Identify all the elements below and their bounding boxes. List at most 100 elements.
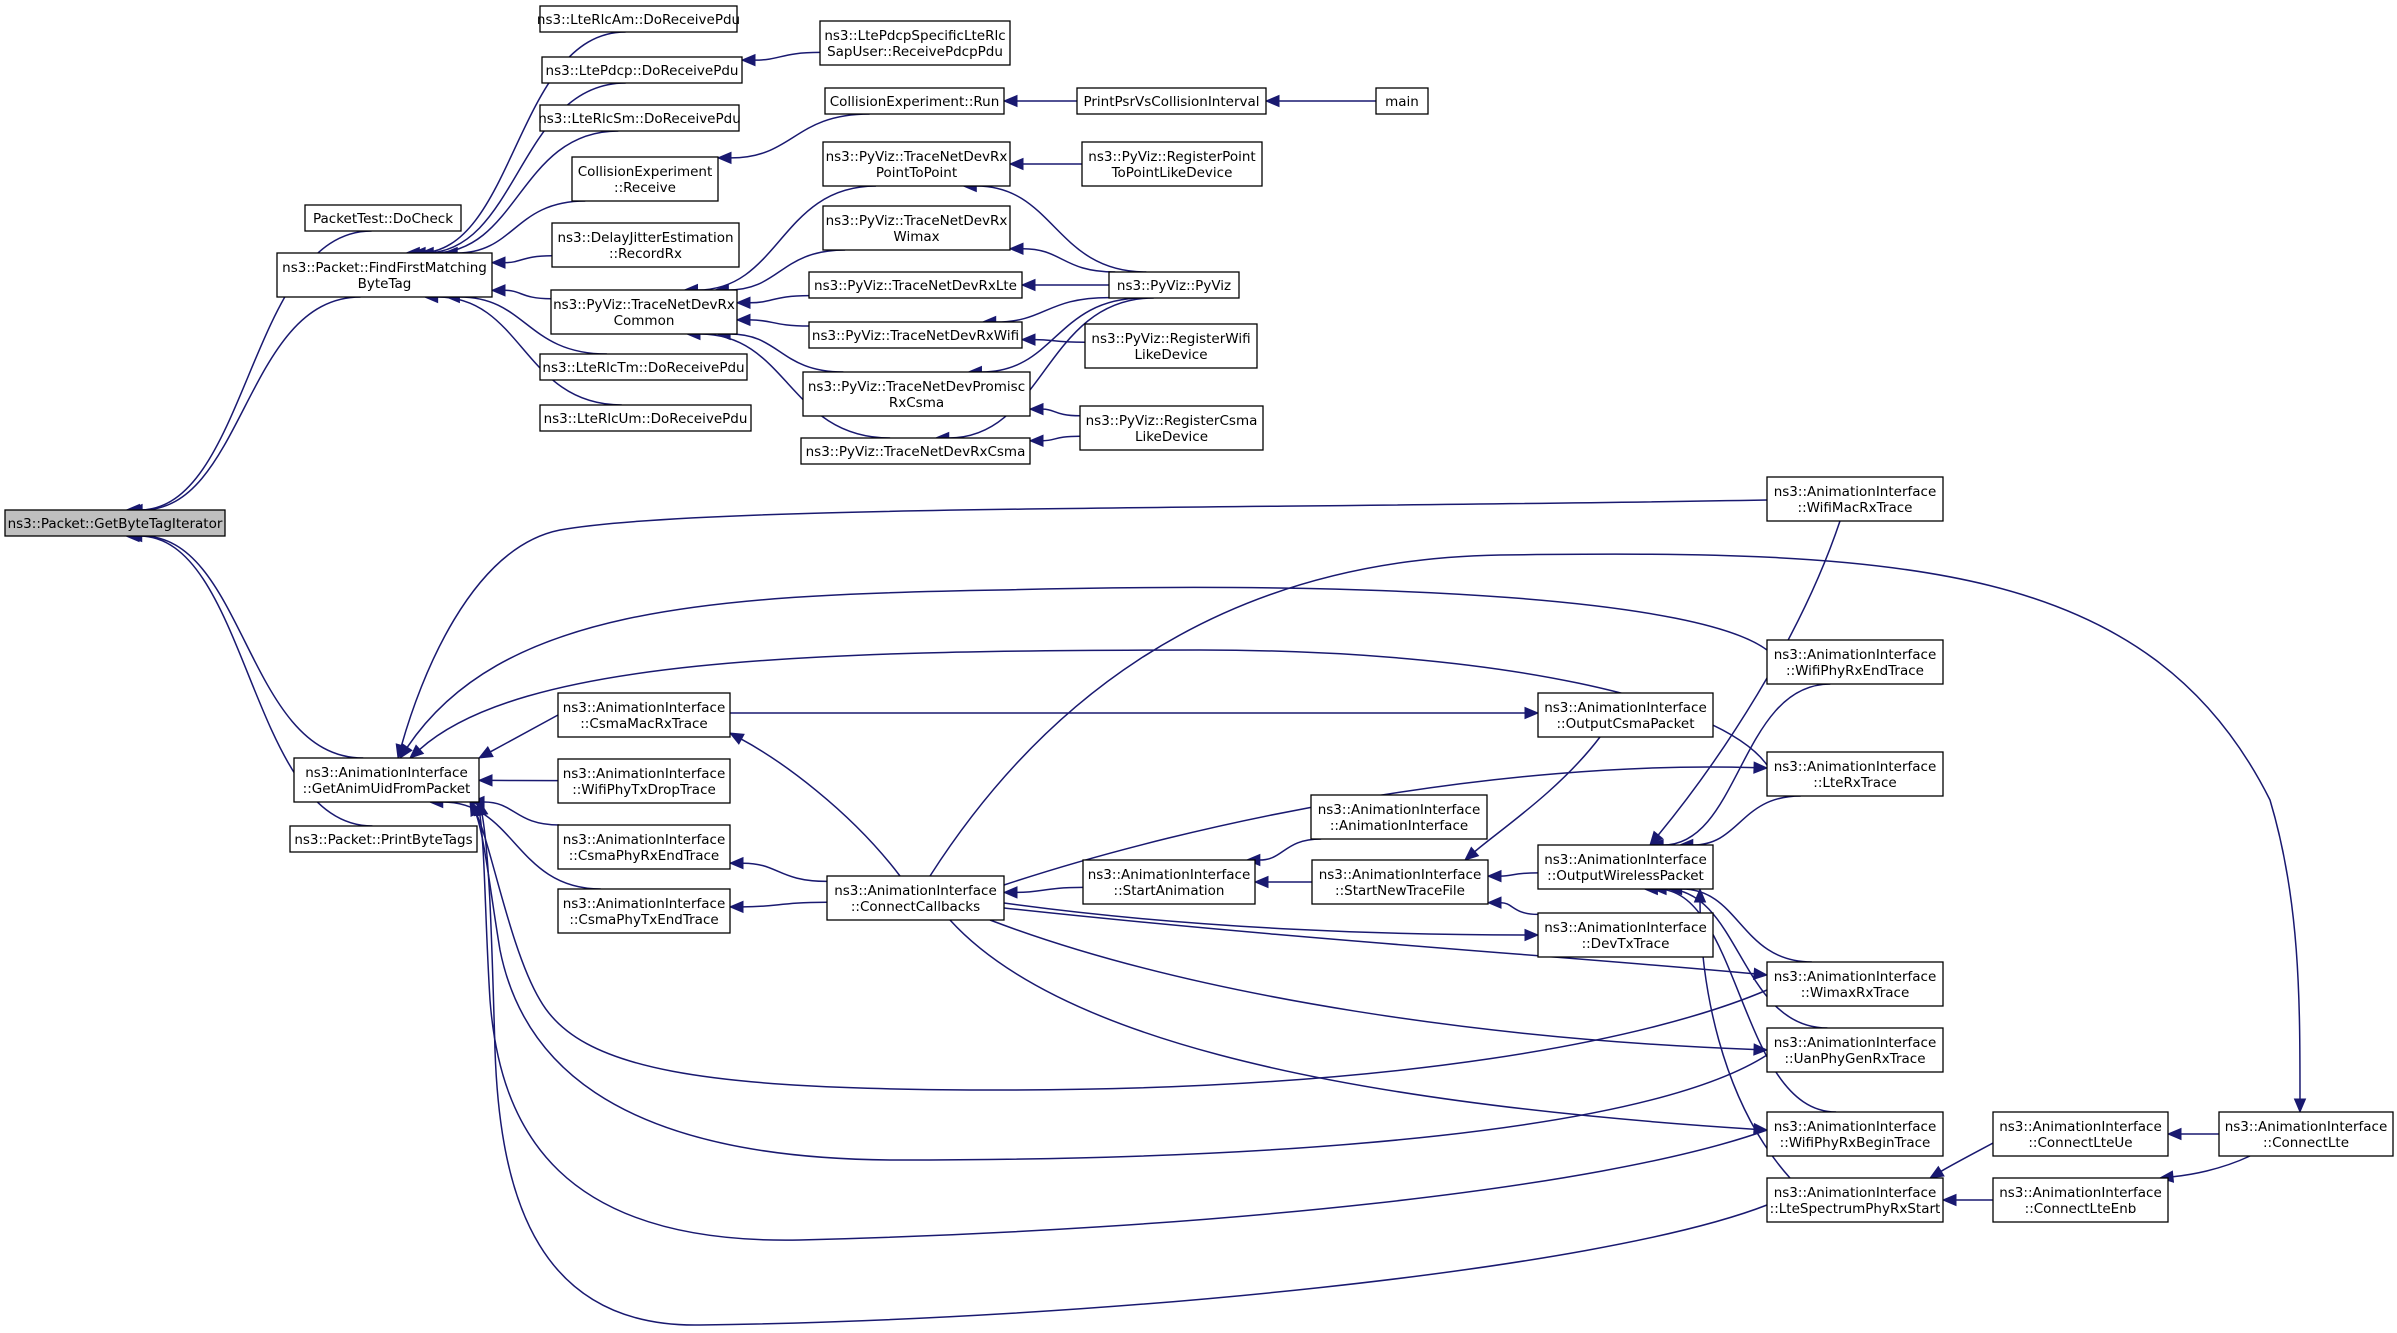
function-node-pdcp[interactable]: ns3::LtePdcp::DoReceivePdu — [541, 56, 743, 84]
function-node-startanimation[interactable]: ns3::AnimationInterface::StartAnimation — [1082, 859, 1256, 905]
function-node-rlcum[interactable]: ns3::LteRlcUm::DoReceivePdu — [539, 404, 752, 432]
function-node-wifiphyrxbegin[interactable]: ns3::AnimationInterface::WifiPhyRxBeginT… — [1766, 1111, 1944, 1157]
edge-tracenetdevrxcommon-to-findfirst — [490, 284, 552, 300]
function-node-main[interactable]: main — [1375, 87, 1429, 115]
node-label: LikeDevice — [1134, 347, 1207, 363]
node-label: ns3::AnimationInterface — [1774, 969, 1937, 985]
node-label: CollisionExperiment — [578, 164, 713, 180]
edge-regcsma-to-promisccsma — [1028, 402, 1081, 417]
node-label: PointToPoint — [876, 165, 957, 181]
node-label: ns3::AnimationInterface — [1774, 1119, 1937, 1135]
edge-delayjitter-to-findfirst — [490, 254, 553, 269]
edge-connectcallbacks-to-csmaphytxend — [728, 900, 828, 914]
function-node-uanphygenrx[interactable]: ns3::AnimationInterface::UanPhyGenRxTrac… — [1766, 1027, 1944, 1073]
node-box — [800, 437, 1031, 465]
node-box — [557, 692, 731, 738]
node-label: ::DevTxTrace — [1582, 936, 1670, 952]
function-node-rxwifi[interactable]: ns3::PyViz::TraceNetDevRxWifi — [808, 321, 1023, 349]
function-node-wifiphyrxend[interactable]: ns3::AnimationInterface::WifiPhyRxEndTra… — [1766, 639, 1944, 685]
node-box — [808, 271, 1023, 299]
arrowhead — [1752, 967, 1769, 980]
function-node-animinterface[interactable]: ns3::AnimationInterface::AnimationInterf… — [1310, 794, 1488, 840]
node-label: ns3::PyViz::PyViz — [1117, 278, 1231, 294]
node-box — [1081, 141, 1263, 187]
function-node-ltespectrum[interactable]: ns3::AnimationInterface::LteSpectrumPhyR… — [1766, 1177, 1944, 1223]
node-label: ::WifiPhyRxBeginTrace — [1780, 1135, 1931, 1151]
arrowhead — [1941, 1193, 1957, 1207]
node-label: ::OutputWirelessPacket — [1547, 868, 1704, 884]
node-label: ns3::AnimationInterface — [1544, 852, 1707, 868]
node-label: ns3::LteRlcAm::DoReceivePdu — [537, 12, 740, 28]
edge-startnewtrace-to-startanimation — [1253, 875, 1312, 889]
function-node-rxlte[interactable]: ns3::PyViz::TraceNetDevRxLte — [808, 271, 1023, 299]
function-node-delayjitter[interactable]: ns3::DelayJitterEstimation::RecordRx — [551, 222, 740, 268]
function-node-connectlteue[interactable]: ns3::AnimationInterface::ConnectLteUe — [1992, 1111, 2169, 1157]
function-node-connectcallbacks[interactable]: ns3::AnimationInterface::ConnectCallback… — [826, 875, 1005, 921]
function-node-connectlte[interactable]: ns3::AnimationInterface::ConnectLte — [2218, 1111, 2394, 1157]
node-label: ::ConnectLteEnb — [2025, 1201, 2137, 1217]
node-box — [1084, 323, 1258, 369]
function-node-outputwireless[interactable]: ns3::AnimationInterface::OutputWirelessP… — [1537, 844, 1714, 890]
node-box — [551, 222, 740, 268]
function-node-lterx[interactable]: ns3::AnimationInterface::LteRxTrace — [1766, 751, 1944, 797]
function-node-collrun[interactable]: CollisionExperiment::Run — [824, 87, 1005, 115]
function-node-wimaxrx[interactable]: ns3::AnimationInterface::WimaxRxTrace — [1766, 961, 1944, 1007]
node-label: ns3::AnimationInterface — [563, 766, 726, 782]
node-label: LikeDevice — [1135, 429, 1208, 445]
edge-collrun-to-collrecv — [716, 113, 870, 165]
function-node-collrecv[interactable]: CollisionExperiment::Receive — [571, 156, 719, 202]
function-node-rlctm[interactable]: ns3::LteRlcTm::DoReceivePdu — [539, 353, 748, 381]
function-node-startnewtrace[interactable]: ns3::AnimationInterface::StartNewTraceFi… — [1311, 859, 1489, 905]
arrowhead — [1928, 1165, 1945, 1179]
node-box — [1766, 961, 1944, 1007]
arrowhead — [1028, 402, 1044, 416]
function-node-devtx[interactable]: ns3::AnimationInterface::DevTxTrace — [1537, 912, 1714, 958]
function-node-rlcsm[interactable]: ns3::LteRlcSm::DoReceivePdu — [538, 104, 741, 132]
node-label: ns3::AnimationInterface — [563, 896, 726, 912]
function-node-csmaphyrxend[interactable]: ns3::AnimationInterface::CsmaPhyRxEndTra… — [557, 824, 731, 870]
node-box — [1082, 859, 1256, 905]
function-node-wifimacrx[interactable]: ns3::AnimationInterface::WifiMacRxTrace — [1766, 476, 1944, 522]
node-box — [1766, 476, 1944, 522]
function-node-pyviz[interactable]: ns3::PyViz::PyViz — [1108, 271, 1240, 299]
function-node-csmamacrx[interactable]: ns3::AnimationInterface::CsmaMacRxTrace — [557, 692, 731, 738]
node-label: ns3::Packet::GetByteTagIterator — [8, 516, 223, 532]
function-node-connectlteenb[interactable]: ns3::AnimationInterface::ConnectLteEnb — [1992, 1177, 2169, 1223]
function-node-rxcsma[interactable]: ns3::PyViz::TraceNetDevRxCsma — [800, 437, 1031, 465]
edge-ltespectrum-to-getanimuid — [476, 800, 1768, 1326]
function-node-regp2p[interactable]: ns3::PyViz::RegisterPointToPointLikeDevi… — [1081, 141, 1263, 187]
function-node-packettest[interactable]: PacketTest::DoCheck — [304, 204, 462, 232]
node-box — [822, 205, 1011, 251]
function-node-wifiphytxdrop[interactable]: ns3::AnimationInterface::WifiPhyTxDropTr… — [557, 758, 731, 804]
node-label: ::RecordRx — [609, 246, 682, 262]
function-node-printpsr[interactable]: PrintPsrVsCollisionInterval — [1076, 87, 1267, 115]
function-node-pdcpsap[interactable]: ns3::LtePdcpSpecificLteRlcSapUser::Recei… — [819, 20, 1011, 66]
function-node-outputcsma[interactable]: ns3::AnimationInterface::OutputCsmaPacke… — [1537, 692, 1714, 738]
node-label: ns3::DelayJitterEstimation — [557, 230, 733, 246]
node-box — [826, 875, 1005, 921]
arrowhead — [1020, 333, 1036, 346]
node-label: main — [1385, 94, 1419, 110]
function-node-root[interactable]: ns3::Packet::GetByteTagIterator — [4, 509, 226, 537]
node-label: ns3::AnimationInterface — [1999, 1185, 2162, 1201]
function-node-getanimuid[interactable]: ns3::AnimationInterface::GetAnimUidFromP… — [293, 757, 480, 803]
node-label: Common — [614, 313, 675, 329]
function-node-rlcam[interactable]: ns3::LteRlcAm::DoReceivePdu — [537, 5, 740, 33]
node-label: ::CsmaPhyRxEndTrace — [569, 848, 720, 864]
node-label: ns3::AnimationInterface — [1774, 647, 1937, 663]
node-label: ::ConnectLte — [2263, 1135, 2349, 1151]
edge-connectcallbacks-to-wimaxrx — [1003, 907, 1769, 980]
node-box — [1766, 639, 1944, 685]
node-label: ns3::Packet::FindFirstMatching — [282, 260, 487, 276]
function-node-printbytetags[interactable]: ns3::Packet::PrintByteTags — [289, 825, 478, 853]
edge-findfirst-to-root — [127, 296, 361, 517]
function-node-csmaphytxend[interactable]: ns3::AnimationInterface::CsmaPhyTxEndTra… — [557, 888, 731, 934]
